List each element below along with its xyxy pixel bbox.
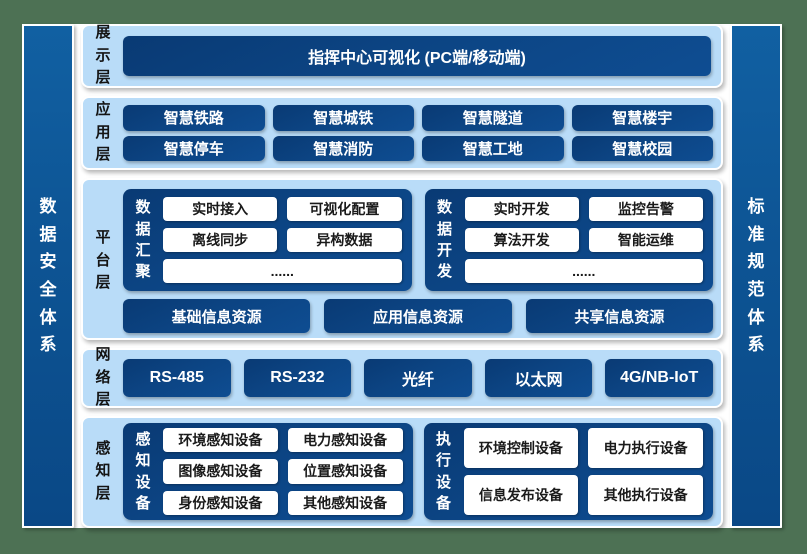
data-security-label: 数据安全体系 [39, 197, 57, 355]
sensing-devices-items: 环境感知设备 电力感知设备 图像感知设备 位置感知设备 身份感知设备 其他感知设… [163, 428, 403, 515]
device-row: 环境感知设备 电力感知设备 [163, 428, 403, 453]
device-box: 身份感知设备 [163, 490, 278, 515]
application-layer: 应用层 智慧铁路 智慧城铁 智慧隧道 智慧楼宇 智慧停车 智慧消防 智慧工地 智… [81, 96, 723, 170]
sensing-devices-title-wrap: 感知设备 [131, 428, 155, 515]
network-layer: 网络层 RS-485 RS-232 光纤 以太网 4G/NB-IoT [81, 346, 723, 408]
device-row: 图像感知设备 位置感知设备 [163, 459, 403, 484]
device-box: 其他感知设备 [287, 490, 403, 515]
network-layer-label: 网络层 [95, 346, 111, 409]
network-box: 以太网 [484, 359, 593, 397]
resource-row: 基础信息资源 应用信息资源 共享信息资源 [123, 299, 713, 333]
application-box: 智慧消防 [272, 135, 414, 161]
item-row: 实时开发 监控告警 [464, 197, 703, 221]
application-box: 智慧校园 [571, 135, 713, 161]
application-box: 智慧城铁 [272, 105, 414, 131]
device-box: 位置感知设备 [287, 459, 403, 484]
perception-layer-content: 感知设备 环境感知设备 电力感知设备 图像感知设备 位置感知设备 [123, 423, 713, 520]
data-security-sidebar: 数据安全体系 [22, 24, 74, 528]
platform-item: 实时开发 [464, 197, 579, 221]
data-development-items: 实时开发 监控告警 算法开发 智能运维 ...... [464, 197, 703, 283]
device-box: 电力感知设备 [287, 428, 403, 453]
data-aggregation-title-wrap: 数据汇聚 [131, 197, 155, 283]
data-aggregation-items: 实时接入 可视化配置 离线同步 异构数据 ...... [163, 197, 402, 283]
platform-layer-label-wrap: 平台层 [83, 189, 123, 333]
command-center-banner: 指挥中心可视化 (PC端/移动端) [123, 36, 711, 76]
platform-item: 算法开发 [464, 228, 579, 252]
perception-layer: 感知层 感知设备 环境感知设备 电力感知设备 [81, 416, 723, 528]
device-box: 环境控制设备 [463, 428, 579, 468]
data-development-title: 数据开发 [436, 199, 452, 281]
data-aggregation-group: 数据汇聚 实时接入 可视化配置 离线同步 异构数据 [123, 189, 412, 291]
device-row: 信息发布设备 其他执行设备 [463, 475, 703, 515]
layer-stack: 展示层 指挥中心可视化 (PC端/移动端) 应用层 智慧铁路 智慧城铁 智慧隧道… [81, 24, 723, 528]
perception-groups: 感知设备 环境感知设备 电力感知设备 图像感知设备 位置感知设备 [123, 423, 713, 520]
network-layer-label-wrap: 网络层 [83, 346, 123, 408]
execution-devices-group: 执行设备 环境控制设备 电力执行设备 信息发布设备 其他执行设备 [423, 423, 713, 520]
platform-item: 可视化配置 [287, 197, 402, 221]
device-box: 环境感知设备 [163, 428, 278, 453]
diagram-panel: 数据安全体系 展示层 指挥中心可视化 (PC端/移动端) 应用层 智慧铁 [22, 24, 782, 528]
item-row: 算法开发 智能运维 [464, 228, 703, 252]
network-layer-content: RS-485 RS-232 光纤 以太网 4G/NB-IoT [123, 359, 713, 397]
network-row: RS-485 RS-232 光纤 以太网 4G/NB-IoT [123, 359, 713, 397]
platform-groups: 数据汇聚 实时接入 可视化配置 离线同步 异构数据 [123, 189, 713, 291]
standard-specification-label: 标准规范体系 [747, 197, 765, 355]
presentation-layer-label: 展示层 [95, 24, 111, 87]
platform-layer-label: 平台层 [95, 229, 111, 292]
execution-devices-title: 执行设备 [435, 430, 451, 512]
resource-box: 基础信息资源 [123, 299, 311, 333]
application-layer-content: 智慧铁路 智慧城铁 智慧隧道 智慧楼宇 智慧停车 智慧消防 智慧工地 智慧校园 [123, 105, 713, 161]
application-row: 智慧停车 智慧消防 智慧工地 智慧校园 [123, 135, 713, 161]
presentation-layer-label-wrap: 展示层 [83, 24, 123, 86]
data-development-title-wrap: 数据开发 [433, 197, 457, 283]
execution-devices-items: 环境控制设备 电力执行设备 信息发布设备 其他执行设备 [463, 428, 703, 515]
application-box: 智慧铁路 [123, 105, 265, 131]
sensing-devices-group: 感知设备 环境感知设备 电力感知设备 图像感知设备 位置感知设备 [123, 423, 413, 520]
network-box: RS-232 [243, 359, 352, 397]
application-box: 智慧停车 [123, 135, 265, 161]
application-box: 智慧隧道 [422, 105, 564, 131]
platform-item: 离线同步 [163, 228, 278, 252]
device-box: 图像感知设备 [163, 459, 278, 484]
item-row: 实时接入 可视化配置 [163, 197, 402, 221]
application-row: 智慧铁路 智慧城铁 智慧隧道 智慧楼宇 [123, 105, 713, 131]
platform-item: 异构数据 [287, 228, 402, 252]
device-box: 其他执行设备 [588, 475, 703, 515]
device-box: 电力执行设备 [588, 428, 703, 468]
sensing-devices-title: 感知设备 [135, 430, 151, 512]
device-box: 信息发布设备 [463, 475, 579, 515]
execution-devices-title-wrap: 执行设备 [432, 428, 456, 515]
network-box: 光纤 [364, 359, 472, 397]
platform-layer-content: 数据汇聚 实时接入 可视化配置 离线同步 异构数据 [123, 189, 713, 333]
item-row: 离线同步 异构数据 [163, 228, 402, 252]
standard-specification-sidebar: 标准规范体系 [730, 24, 782, 528]
application-layer-label: 应用层 [95, 101, 111, 164]
data-development-group: 数据开发 实时开发 监控告警 算法开发 智能运维 [424, 189, 713, 291]
perception-layer-label-wrap: 感知层 [83, 423, 123, 520]
resource-box: 共享信息资源 [525, 299, 713, 333]
platform-item: 监控告警 [588, 197, 703, 221]
platform-item: 实时接入 [163, 197, 278, 221]
item-row: ...... [464, 259, 703, 283]
device-row: 环境控制设备 电力执行设备 [463, 428, 703, 468]
perception-layer-label: 感知层 [95, 439, 111, 502]
application-box: 智慧楼宇 [571, 105, 713, 131]
network-box: RS-485 [123, 359, 231, 397]
application-box: 智慧工地 [422, 135, 564, 161]
data-aggregation-title: 数据汇聚 [135, 199, 151, 281]
application-layer-label-wrap: 应用层 [83, 101, 123, 163]
platform-item-ellipsis: ...... [464, 259, 703, 283]
platform-layer: 平台层 数据汇聚 实时接入 可视化配置 [81, 178, 723, 340]
device-row: 身份感知设备 其他感知设备 [163, 490, 403, 515]
platform-item: 智能运维 [588, 228, 703, 252]
item-row: ...... [163, 259, 402, 283]
platform-item-ellipsis: ...... [163, 259, 402, 283]
resource-box: 应用信息资源 [324, 299, 512, 333]
presentation-layer-content: 指挥中心可视化 (PC端/移动端) [123, 36, 711, 76]
network-box: 4G/NB-IoT [605, 359, 713, 397]
presentation-layer: 展示层 指挥中心可视化 (PC端/移动端) [81, 24, 723, 88]
